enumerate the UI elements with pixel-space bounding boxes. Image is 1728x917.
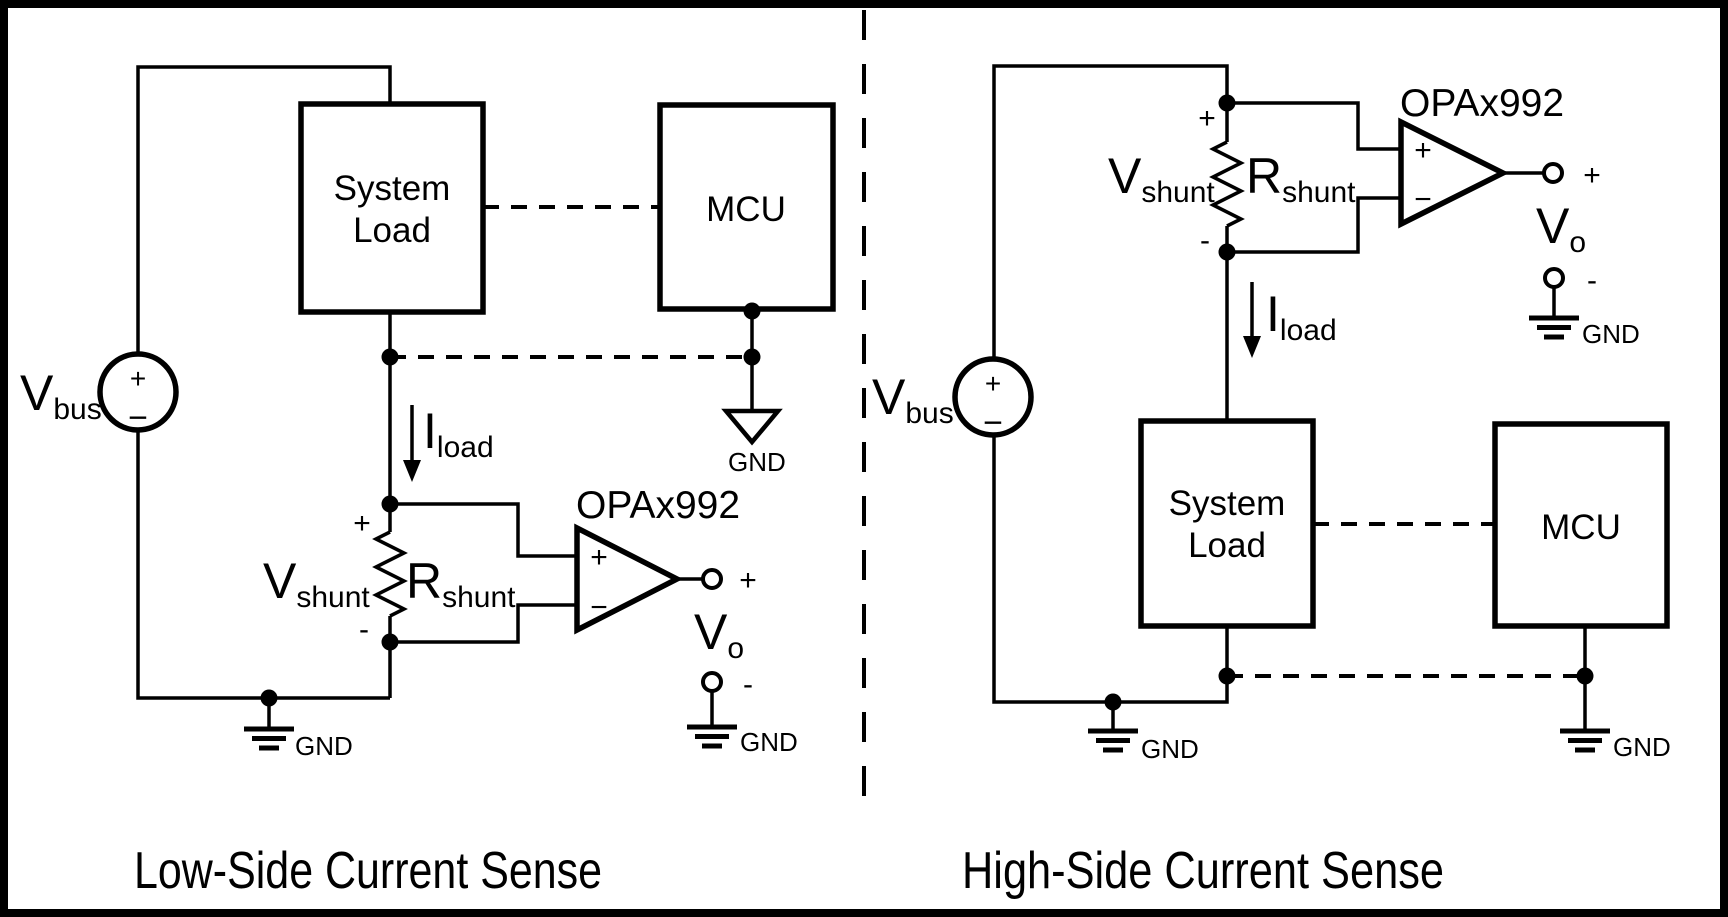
mcu-label: MCU (706, 190, 786, 229)
junction-dot (381, 495, 399, 513)
opamp-triangle (574, 523, 684, 635)
output-ground-label: GND (1582, 319, 1640, 349)
system-load-label-line1: System (1169, 484, 1286, 523)
junction-dot (1576, 667, 1594, 685)
vbus-voltage-source (97, 351, 179, 433)
shunt-plus-sign: + (353, 507, 371, 540)
system-load-label-line2: Load (353, 211, 431, 250)
output-earth-ground-icon (687, 724, 737, 749)
junction-dot (1104, 693, 1122, 711)
shunt-resistor-zigzag (1209, 140, 1245, 228)
junction-dot (381, 633, 399, 651)
output-negative-terminal-icon (1543, 267, 1565, 289)
opamp-minus-input-sign: − (590, 591, 608, 624)
opamp-inverting-input-wire (1227, 196, 1401, 254)
vshunt-label: Vshunt (1108, 148, 1215, 209)
opamp-noninverting-input-wire (390, 502, 577, 558)
junction-dot (1218, 667, 1236, 685)
opamp-triangle (1398, 117, 1510, 229)
vbus-top-wire (136, 65, 392, 354)
junction-dot (1218, 243, 1236, 261)
output-minus-sign: - (743, 668, 753, 701)
output-earth-ground-icon (1529, 315, 1579, 340)
bottom-earth-ground-icon (244, 726, 294, 751)
rshunt-label: Rshunt (1246, 148, 1356, 209)
mcu-label: MCU (1541, 508, 1621, 547)
source-minus-sign: − (128, 399, 148, 437)
opamp-part-number: OPAx992 (1400, 82, 1564, 125)
opamp-plus-input-sign: + (590, 541, 608, 574)
shunt-resistor-zigzag (372, 530, 408, 618)
output-ground-label: GND (740, 727, 798, 757)
source-minus-sign: − (983, 404, 1003, 442)
system-load-label-line1: System (334, 169, 451, 208)
opamp-plus-input-sign: + (1414, 134, 1432, 167)
vbus-label: Vbus (872, 369, 954, 430)
iload-label: Iload (423, 403, 494, 464)
output-negative-terminal-icon (701, 671, 723, 693)
junction-dot (260, 689, 278, 707)
opamp-part-number: OPAx992 (576, 484, 740, 527)
junction-dot (743, 348, 761, 366)
opamp-inverting-input-wire (390, 603, 577, 644)
low-side-title: Low-Side Current Sense (134, 842, 602, 900)
mcu-box (1492, 421, 1670, 629)
source-plus-sign: + (130, 363, 146, 394)
mcu-ground-label: GND (728, 447, 786, 477)
bottom-ground-label: GND (1141, 734, 1199, 764)
bottom-ground-label: GND (295, 731, 353, 761)
bottom-earth-ground-icon (1088, 728, 1138, 753)
iload-arrow-head (1243, 336, 1261, 358)
vo-label: Vo (1536, 198, 1586, 259)
vbus-top-wire (992, 64, 1229, 359)
opamp-noninverting-input-wire (1227, 101, 1401, 151)
vo-label: Vo (694, 604, 744, 665)
shunt-plus-sign: + (1198, 102, 1216, 135)
output-positive-terminal-icon (1542, 162, 1564, 184)
high-side-circuit: + − Vbus + - Vshunt Rshunt + − OPAx992 +… (872, 64, 1671, 900)
low-side-circuit: + − Vbus System Load MCU GND Iload + - V… (20, 65, 836, 900)
system-load-box (1138, 418, 1316, 629)
output-plus-sign: + (1583, 159, 1601, 192)
vshunt-label: Vshunt (263, 553, 370, 614)
output-plus-sign: + (739, 564, 757, 597)
iload-arrow-head (403, 460, 421, 482)
shunt-minus-sign: - (1200, 224, 1210, 257)
system-load-label-line2: Load (1188, 526, 1266, 565)
high-side-title: High-Side Current Sense (962, 842, 1444, 900)
junction-dot (743, 302, 761, 320)
junction-dot (1218, 94, 1236, 112)
rshunt-label: Rshunt (406, 553, 516, 614)
iload-label: Iload (1266, 286, 1337, 347)
output-minus-sign: - (1587, 264, 1597, 297)
source-plus-sign: + (985, 368, 1001, 399)
junction-dot (381, 348, 399, 366)
mcu-ground-label: GND (1613, 732, 1671, 762)
ground-return-wire (136, 430, 390, 700)
vbus-label: Vbus (20, 365, 102, 426)
mcu-ground-triangle-icon (721, 408, 783, 446)
system-load-box (298, 101, 486, 315)
output-positive-terminal-icon (701, 568, 723, 590)
shunt-minus-sign: - (359, 613, 369, 646)
mcu-earth-ground-icon (1560, 728, 1610, 753)
vbus-voltage-source (952, 356, 1034, 438)
opamp-minus-input-sign: − (1414, 183, 1432, 216)
